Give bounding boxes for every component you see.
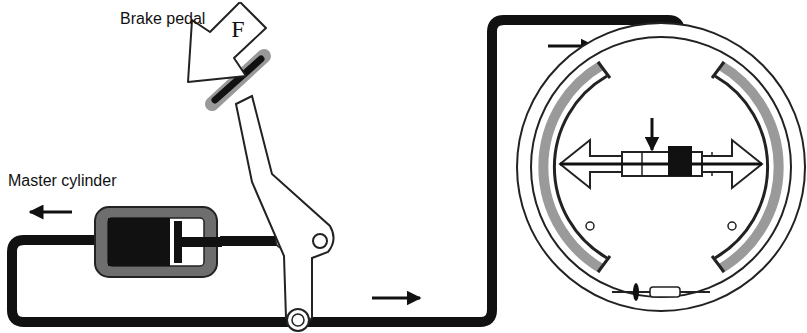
flow-arrow [372,297,420,300]
flow-arrow [30,211,72,214]
force-label: F [231,17,244,41]
brake-pedal-lever [212,56,334,331]
part-name: Brake pedal [120,10,205,28]
brake-drum [517,23,805,311]
part-name: Master cylinder [8,172,116,190]
master-cylinder [95,207,222,277]
